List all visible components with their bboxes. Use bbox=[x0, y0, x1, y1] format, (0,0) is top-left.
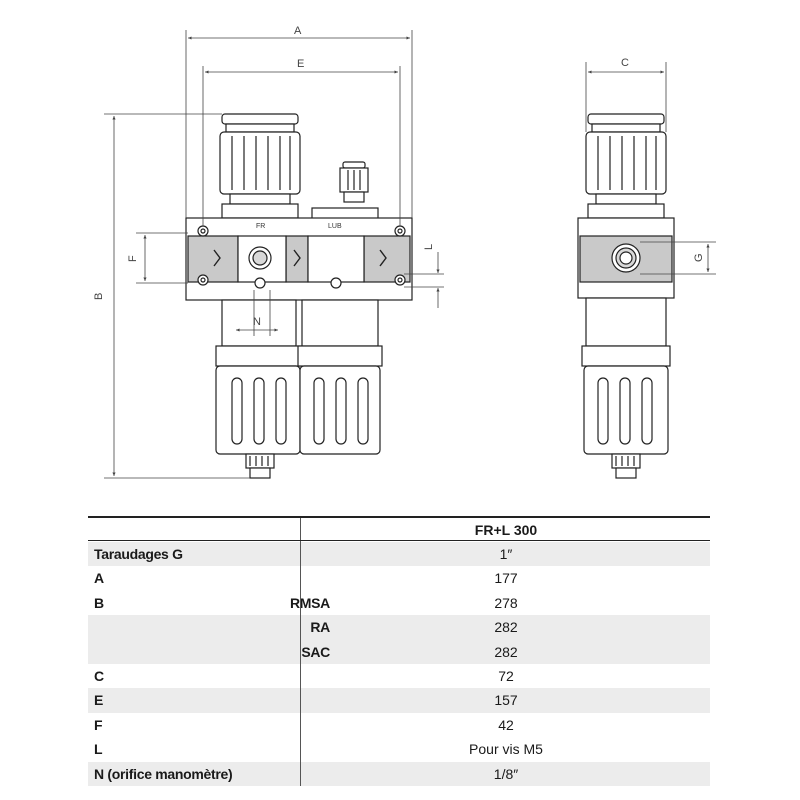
table-row: N (orifice manomètre) 1/8″ bbox=[88, 761, 710, 786]
row-value: 157 bbox=[494, 692, 518, 709]
table-row: C 72 bbox=[88, 663, 710, 689]
dim-label-f: F bbox=[127, 255, 139, 262]
table-row: RA 282 bbox=[88, 615, 710, 640]
regulator-knob bbox=[219, 113, 301, 219]
row-value: 1/8″ bbox=[493, 765, 519, 782]
row-label: E bbox=[94, 692, 104, 709]
row-value: 72 bbox=[498, 667, 514, 684]
dim-label-c: C bbox=[621, 57, 629, 69]
table-row: F 42 bbox=[88, 712, 710, 738]
filter-bowls bbox=[215, 299, 383, 479]
flow-arrows bbox=[213, 249, 387, 267]
row-value: 177 bbox=[494, 570, 518, 587]
block-label-fr: FR bbox=[256, 223, 265, 230]
dim-label-g: G bbox=[693, 253, 705, 262]
dim-label-l: L bbox=[423, 244, 435, 250]
table-row: Taraudages G 1″ bbox=[88, 542, 710, 567]
row-value: 278 bbox=[494, 594, 518, 611]
row-label: Taraudages G bbox=[94, 546, 183, 562]
dim-label-a: A bbox=[294, 25, 302, 37]
row-value: 1″ bbox=[499, 546, 513, 562]
technical-drawing: FR LUB A E B F N L bbox=[93, 25, 716, 479]
row-value: 42 bbox=[498, 716, 514, 733]
row-label: A bbox=[94, 570, 104, 587]
row-label: C bbox=[94, 667, 104, 684]
row-sublabel: SAC bbox=[301, 643, 330, 660]
row-sublabel: RA bbox=[310, 619, 330, 636]
mounting-holes bbox=[197, 225, 406, 286]
lubricator-dome bbox=[311, 161, 379, 221]
side-view bbox=[577, 113, 675, 479]
port-fr bbox=[248, 246, 342, 289]
row-value: 282 bbox=[494, 643, 518, 660]
front-dimensions bbox=[104, 30, 444, 479]
front-view bbox=[185, 113, 413, 479]
row-value: Pour vis M5 bbox=[469, 741, 543, 758]
dim-label-b: B bbox=[93, 293, 105, 300]
table-row: L Pour vis M5 bbox=[88, 737, 710, 762]
dim-label-e: E bbox=[297, 58, 304, 70]
block-label-lub: LUB bbox=[328, 223, 342, 230]
table-header: FR+L 300 bbox=[88, 516, 710, 542]
row-value: 282 bbox=[494, 619, 518, 636]
row-label: B bbox=[94, 594, 104, 611]
row-label: N (orifice manomètre) bbox=[94, 765, 233, 782]
row-label: F bbox=[94, 716, 103, 733]
dim-label-n: N bbox=[253, 316, 261, 328]
header-value: FR+L 300 bbox=[474, 522, 538, 538]
side-dimensions bbox=[585, 62, 716, 275]
table-row: SAC 282 bbox=[88, 639, 710, 664]
row-label: L bbox=[94, 741, 103, 758]
body-blocks bbox=[187, 235, 411, 283]
table-row: E 157 bbox=[88, 688, 710, 713]
table-row: A 177 bbox=[88, 566, 710, 591]
